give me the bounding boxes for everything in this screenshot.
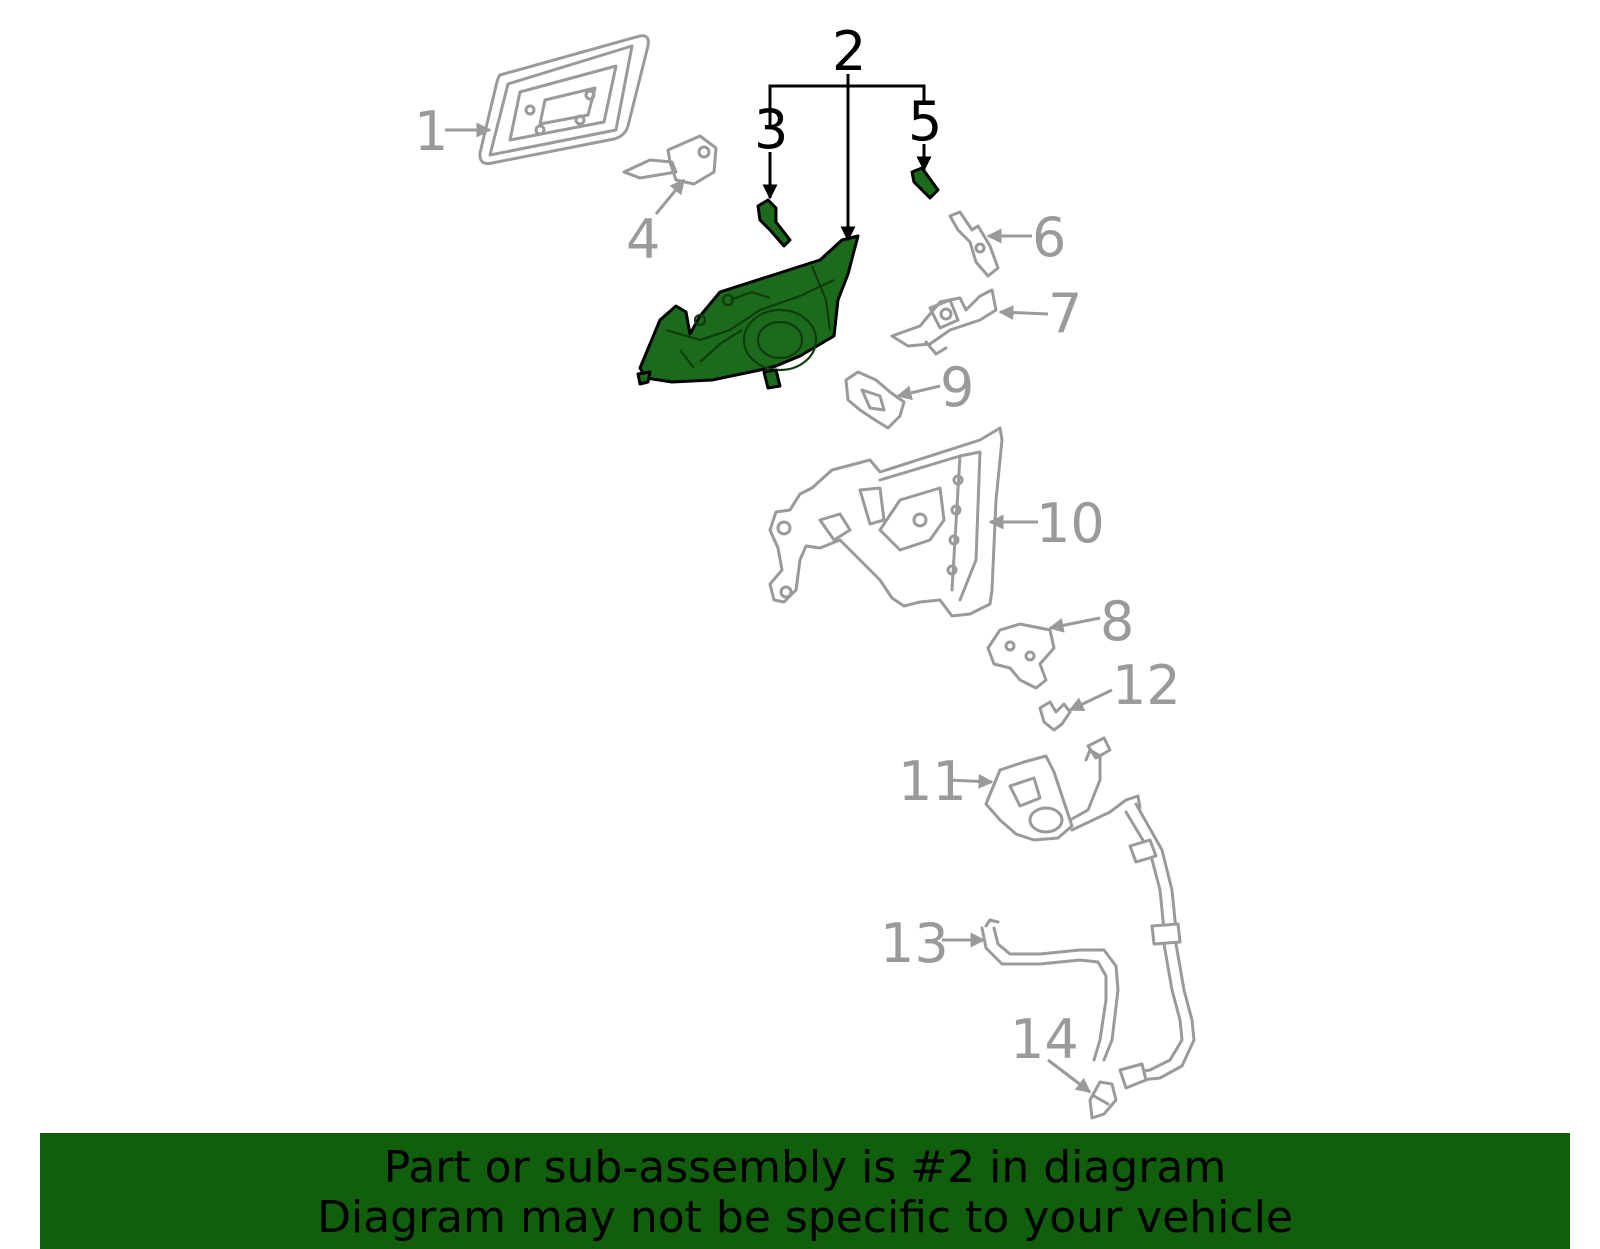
leader-9 (896, 384, 941, 401)
leader-11 (947, 773, 994, 789)
part-7-latch (890, 288, 998, 356)
callout-2: 2 (832, 20, 866, 83)
part-4-switch (622, 134, 718, 186)
info-banner: Part or sub-assembly is #2 in diagram Di… (40, 1133, 1570, 1249)
leader-4 (654, 178, 686, 215)
part-11-actuator (984, 736, 1196, 1090)
part-6-bracket (948, 210, 1000, 278)
callout-7: 7 (1048, 282, 1082, 345)
part-14-connector (1088, 1080, 1118, 1120)
part-3-fastener (756, 198, 792, 248)
callout-9: 9 (940, 356, 974, 419)
banner-disclaimer: Diagram may not be specific to your vehi… (317, 1192, 1293, 1243)
callout-4: 4 (626, 208, 660, 271)
callout-8: 8 (1100, 590, 1134, 653)
callout-13: 13 (880, 912, 949, 975)
part-9-bracket (844, 370, 906, 430)
leader-12 (1068, 688, 1113, 712)
part-13-cable (980, 918, 1120, 1062)
leader-8 (1048, 616, 1101, 633)
callout-5: 5 (908, 90, 942, 153)
part-1-panel (478, 34, 650, 165)
part-8-clip (986, 622, 1056, 690)
part-5-clip (910, 166, 940, 200)
part-12-clip (1038, 700, 1072, 732)
callout-3: 3 (754, 98, 788, 161)
callout-11: 11 (898, 750, 967, 813)
callout-6: 6 (1032, 206, 1066, 269)
part-10-module-panel (768, 426, 1004, 618)
leader-14 (1047, 1058, 1092, 1094)
callout-14: 14 (1010, 1008, 1079, 1071)
callout-1: 1 (414, 100, 448, 163)
callout-10: 10 (1036, 492, 1105, 555)
part-2-assembly (636, 234, 860, 390)
callout-12: 12 (1112, 654, 1181, 717)
banner-part-note: Part or sub-assembly is #2 in diagram (383, 1142, 1227, 1193)
leader-7 (998, 305, 1049, 321)
